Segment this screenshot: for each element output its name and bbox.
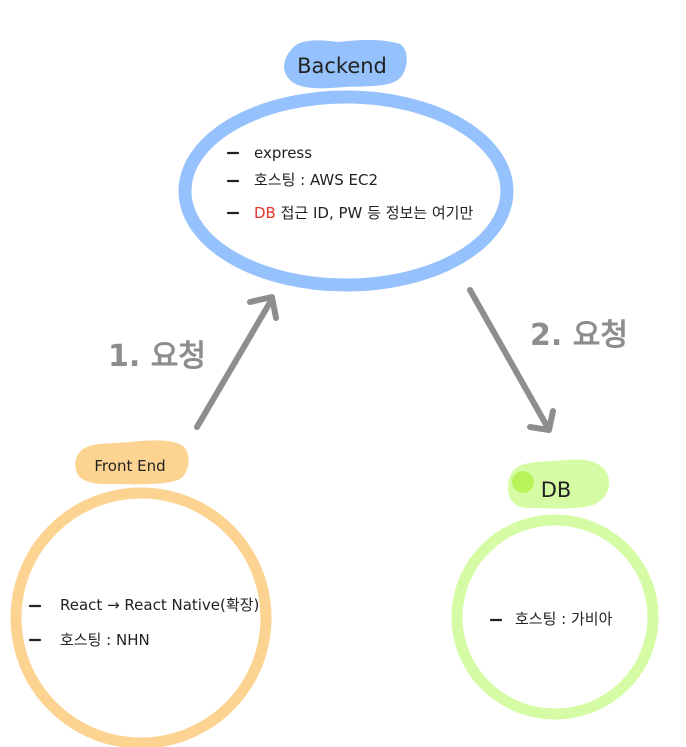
db-circle — [451, 514, 659, 720]
frontend-label: Front End — [94, 457, 165, 475]
arrow-request-1: 1. 요청 — [108, 294, 279, 430]
backend-item-2: 호스팅 : AWS EC2 — [254, 171, 378, 189]
backend-node: Backend express 호스팅 : AWS EC2 DB 접근 ID, … — [178, 40, 514, 292]
arrow-1-head — [247, 294, 279, 321]
db-label-blob — [508, 459, 610, 509]
backend-label-blob — [284, 40, 407, 89]
backend-item-3-text: 접근 ID, PW 등 정보는 여기만 — [276, 204, 474, 222]
arrow-2-head — [527, 408, 556, 433]
arrow-2-label: 2. 요청 — [530, 318, 628, 353]
backend-item-3: DB 접근 ID, PW 등 정보는 여기만 — [254, 204, 473, 222]
db-label: DB — [541, 478, 572, 502]
arrow-1-label: 1. 요청 — [108, 339, 206, 374]
frontend-circle — [10, 487, 272, 747]
frontend-label-blob — [75, 440, 189, 485]
backend-item-1: express — [254, 144, 312, 162]
arrow-1-shaft — [194, 296, 275, 430]
frontend-item-1: React → React Native(확장) — [60, 596, 259, 614]
arrow-2-shaft — [467, 287, 551, 431]
db-dot — [512, 471, 534, 493]
db-item-1: 호스팅 : 가비아 — [515, 610, 613, 628]
db-node: DB 호스팅 : 가비아 — [451, 459, 659, 720]
db-highlight: DB — [254, 204, 276, 222]
backend-circle — [178, 90, 514, 292]
frontend-item-2: 호스팅 : NHN — [60, 631, 150, 649]
arrow-request-2: 2. 요청 — [467, 287, 628, 433]
backend-label: Backend — [297, 54, 387, 78]
frontend-node: Front End React → React Native(확장) 호스팅 :… — [10, 440, 272, 747]
